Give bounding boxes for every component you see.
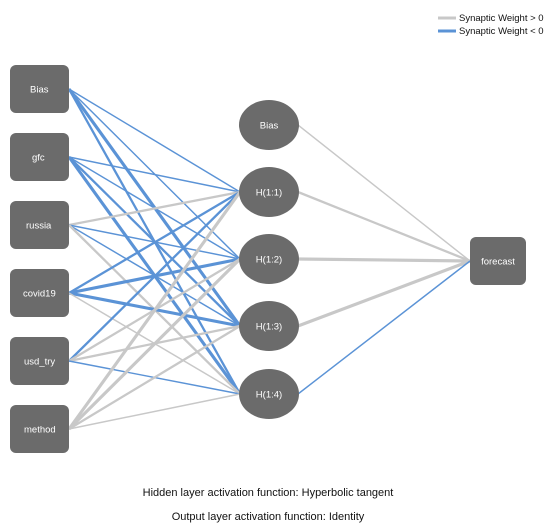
input-layer: Bias gfc russia covid19 usd_try method bbox=[10, 65, 69, 453]
hidden-activation-caption: Hidden layer activation function: Hyperb… bbox=[143, 487, 394, 499]
output-node-label: forecast bbox=[481, 257, 515, 268]
connection-h2-to-out-forecast bbox=[297, 257, 471, 263]
connection-in-method-to-h2 bbox=[67, 257, 242, 431]
connection-in-method-to-h1 bbox=[67, 191, 242, 430]
hidden-node-label: H(1:1) bbox=[256, 188, 282, 199]
hidden-node-label: H(1:4) bbox=[256, 390, 282, 401]
connection-in-usd-try-to-h1 bbox=[68, 191, 241, 362]
input-node-label: russia bbox=[26, 221, 52, 232]
legend-negative-label: Synaptic Weight < 0 bbox=[459, 26, 544, 37]
input-node-gfc: gfc bbox=[10, 133, 69, 181]
connection-in-covid19-to-h1 bbox=[68, 191, 241, 294]
hidden-node-h3: H(1:3) bbox=[239, 301, 299, 351]
legend: Synaptic Weight > 0 Synaptic Weight < 0 bbox=[438, 13, 544, 37]
input-node-covid19: covid19 bbox=[10, 269, 69, 317]
connection-h1-to-out-forecast bbox=[297, 190, 471, 263]
input-node-label: covid19 bbox=[23, 289, 56, 300]
input-node-method: method bbox=[10, 405, 69, 453]
legend-positive-label: Synaptic Weight > 0 bbox=[459, 13, 544, 24]
input-node-label: gfc bbox=[32, 153, 45, 164]
hidden-node-h2: H(1:2) bbox=[239, 234, 299, 284]
hidden-node-label: H(1:2) bbox=[256, 255, 282, 266]
hidden-node-bias: Bias bbox=[239, 100, 299, 150]
output-layer: forecast bbox=[470, 237, 526, 285]
hidden-node-label: H(1:3) bbox=[256, 322, 282, 333]
output-activation-caption: Output layer activation function: Identi… bbox=[172, 511, 365, 523]
connection-h-bias-to-out-forecast bbox=[297, 124, 471, 262]
connections-layer bbox=[67, 88, 471, 431]
connection-h4-to-out-forecast bbox=[297, 260, 471, 395]
connection-in-bias-to-h1 bbox=[68, 88, 241, 193]
input-node-bias: Bias bbox=[10, 65, 69, 113]
input-node-label: usd_try bbox=[24, 357, 55, 368]
input-node-label: Bias bbox=[30, 85, 49, 96]
hidden-node-label: Bias bbox=[260, 121, 279, 132]
connection-in-method-to-h4 bbox=[68, 393, 241, 430]
connection-in-russia-to-h1 bbox=[68, 190, 241, 227]
connection-in-method-to-h3 bbox=[68, 325, 241, 430]
hidden-node-h1: H(1:1) bbox=[239, 167, 299, 217]
hidden-node-h4: H(1:4) bbox=[239, 369, 299, 419]
input-node-label: method bbox=[24, 425, 56, 436]
output-node-forecast: forecast bbox=[470, 237, 526, 285]
hidden-layer: Bias H(1:1) H(1:2) H(1:3) H(1:4) bbox=[239, 100, 299, 419]
input-node-russia: russia bbox=[10, 201, 69, 249]
input-node-usd-try: usd_try bbox=[10, 337, 69, 385]
connection-h3-to-out-forecast bbox=[297, 259, 471, 328]
connection-in-gfc-to-h1 bbox=[68, 156, 241, 193]
